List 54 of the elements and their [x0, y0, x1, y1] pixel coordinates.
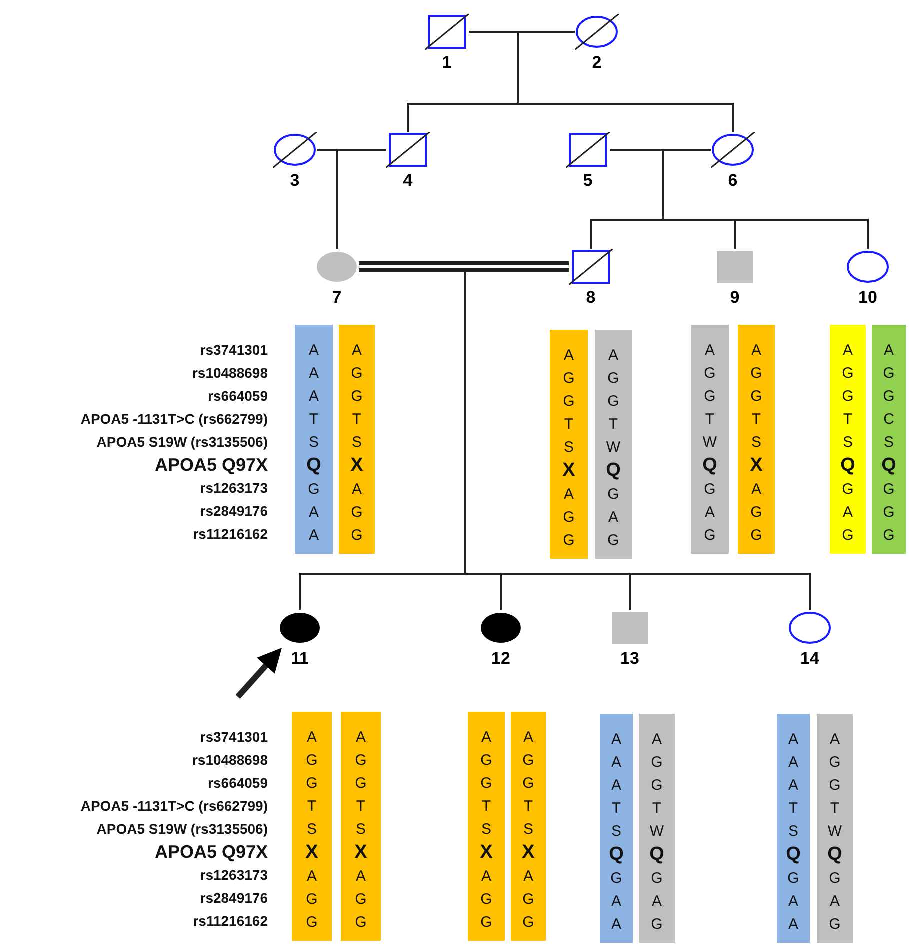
individual-number: 1 [442, 53, 452, 73]
snp-label: rs1263173 [200, 479, 268, 498]
haplotype-bar: A G G T S X A G G [341, 712, 381, 941]
individual-number: 13 [620, 649, 640, 669]
snp-label: rs10488698 [192, 751, 268, 770]
individual-number: 5 [583, 171, 593, 191]
snp-label: rs2849176 [200, 502, 268, 521]
snp-label: rs11216162 [193, 912, 268, 931]
haplotype-bar: A G G T S X A G G [511, 712, 546, 941]
snp-label: rs1263173 [200, 866, 268, 885]
individual-number: 10 [858, 288, 878, 308]
individual-number: 14 [800, 649, 820, 669]
haplotype-bar: A G G T S X A G G [292, 712, 332, 941]
individual-number: 12 [492, 649, 510, 669]
individual-number: 2 [592, 53, 602, 73]
snp-label: rs2849176 [200, 889, 268, 908]
individual-number: 7 [332, 288, 342, 308]
snp-label: rs3741301 [200, 341, 268, 360]
consanguinity-line [357, 262, 571, 272]
haplotype-bar: A G G T S Q G A G [830, 325, 866, 554]
haplotype-bar: A A A T S Q G A A [777, 714, 810, 943]
haplotype-bar: A G G T W Q G A G [595, 330, 632, 559]
snp-label: APOA5 Q97X [154, 454, 268, 477]
haplotype-bar: A G G T W Q G A G [691, 325, 729, 554]
individual-number: 8 [586, 288, 596, 308]
proband-arrow [236, 648, 282, 699]
individual-number: 9 [730, 288, 740, 308]
snp-label: rs11216162 [193, 525, 268, 544]
haplotype-bar: A A A T S Q G A A [295, 325, 333, 554]
individual-number: 6 [728, 171, 738, 191]
snp-label: rs664059 [208, 774, 268, 793]
individual-number: 4 [403, 171, 413, 191]
haplotype-bar: A G G T S X A G G [550, 330, 588, 559]
haplotype-bar: A G G C S Q G G G [872, 325, 906, 554]
haplotype-bar: A G G T S X A G G [468, 712, 505, 941]
haplotype-bar: A G G T W Q G A G [639, 714, 675, 943]
snp-label: APOA5 Q97X [154, 841, 268, 864]
snp-label: APOA5 -1131T>C (rs662799) [80, 797, 268, 816]
individual-number: 11 [291, 649, 309, 669]
snp-label: APOA5 S19W (rs3135506) [96, 820, 268, 839]
haplotype-bar: A G G T S X A G G [738, 325, 775, 554]
descent-line [464, 269, 811, 610]
haplotype-bar: A G G T W Q G A G [817, 714, 853, 943]
individual-number: 3 [290, 171, 300, 191]
snp-label: rs10488698 [192, 364, 268, 383]
snp-label: rs3741301 [200, 728, 268, 747]
haplotype-bar: A G G T S X A G G [339, 325, 375, 554]
haplotype-bar: A A A T S Q G A A [600, 714, 633, 943]
snp-label: APOA5 S19W (rs3135506) [96, 433, 268, 452]
snp-label: APOA5 -1131T>C (rs662799) [80, 410, 268, 429]
snp-label: rs664059 [208, 387, 268, 406]
descent-line [336, 149, 386, 249]
descent-line [517, 31, 734, 132]
descent-line [662, 149, 869, 249]
